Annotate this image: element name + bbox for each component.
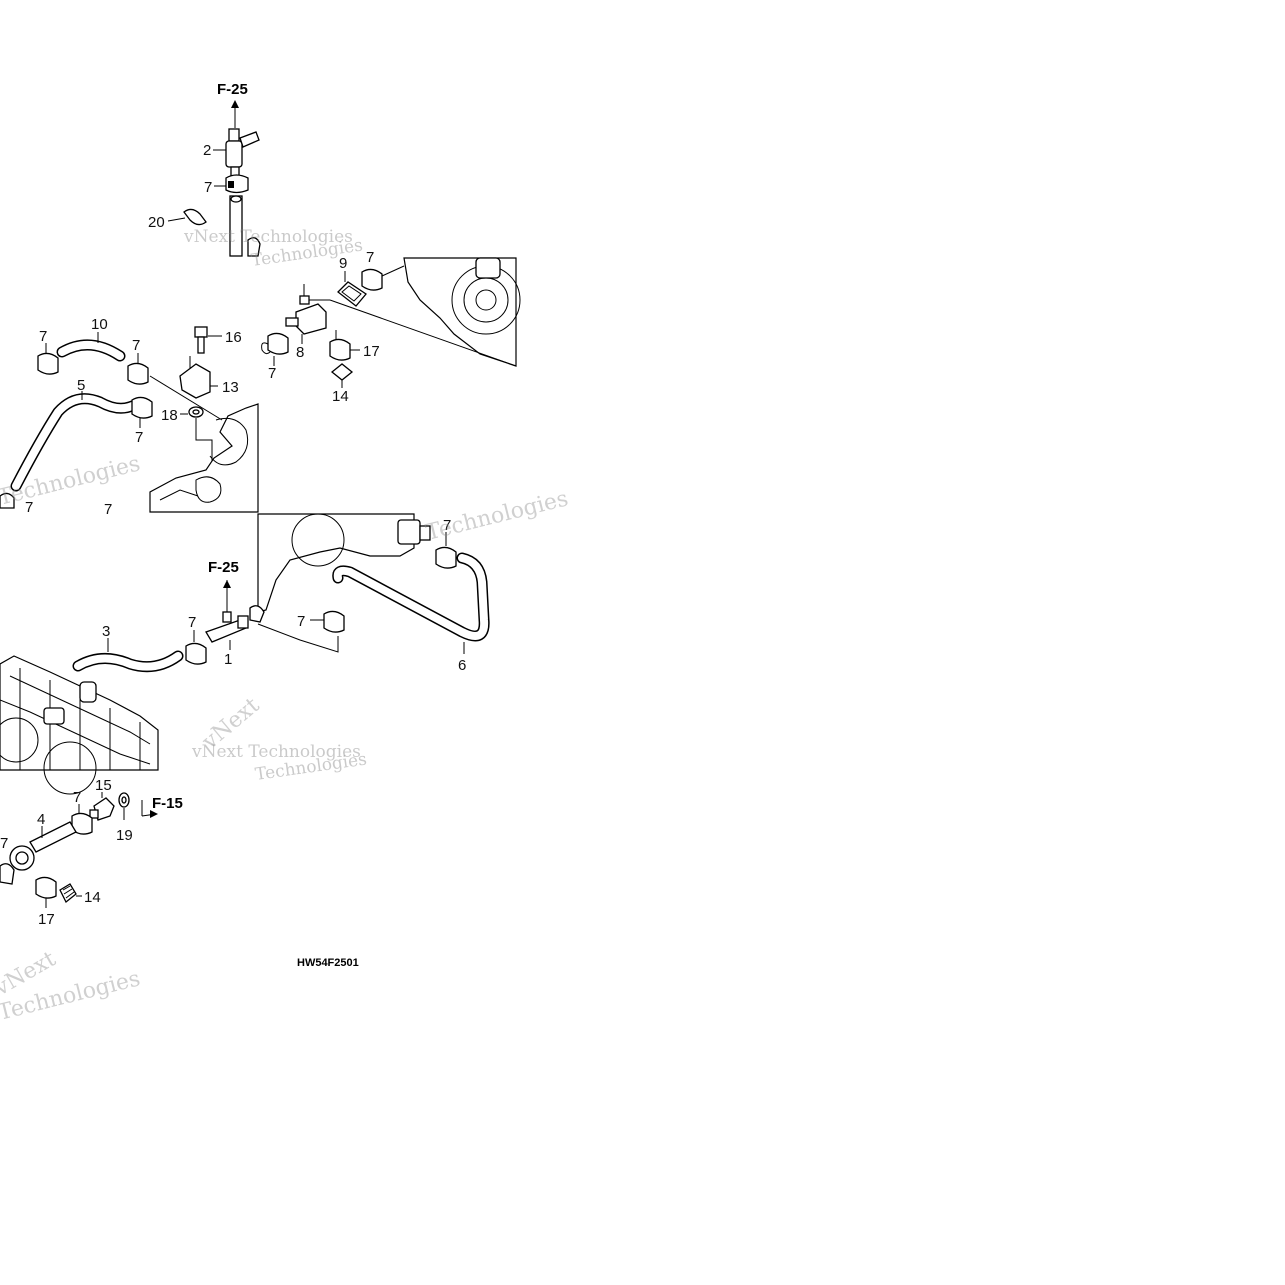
callout-7-s2[interactable]: 7 [366, 249, 374, 266]
callout-3[interactable]: 3 [102, 623, 110, 640]
callout-9[interactable]: 9 [339, 255, 347, 272]
callout-10[interactable]: 10 [91, 316, 108, 333]
bolt-16-shank [197, 336, 205, 354]
clamp-7-top [225, 174, 249, 194]
engine-block-fragment [149, 403, 259, 513]
section-4: 6 7 7 [249, 513, 490, 674]
clamp-7b [127, 362, 149, 385]
callout-7-top[interactable]: 7 [204, 179, 212, 196]
callout-17-s5[interactable]: 17 [38, 911, 55, 928]
clamp-7b-s4 [323, 610, 345, 633]
arrow-right-icon [150, 810, 158, 818]
callout-19[interactable]: 19 [116, 827, 133, 844]
pipe-4 [29, 821, 77, 853]
water-pump-fragment [403, 257, 517, 367]
callout-4[interactable]: 4 [37, 811, 45, 828]
throttle-body-fragment [0, 655, 159, 771]
watermark-8: Technologies [0, 451, 143, 510]
callout-15[interactable]: 15 [95, 777, 112, 794]
section-2: 9 7 8 7 17 14 [261, 249, 521, 405]
callout-7-s3[interactable]: 7 [188, 614, 196, 631]
clamp-7a [37, 352, 59, 375]
fitting-2-top [228, 128, 240, 142]
callout-1[interactable]: 1 [224, 651, 232, 668]
section-5: F-15 19 15 7 4 7 17 14 [0, 777, 183, 928]
ref-f25-top[interactable]: F-25 [217, 81, 248, 98]
callout-2[interactable]: 2 [203, 142, 211, 159]
callout-7a-s5[interactable]: 7 [73, 789, 81, 806]
gasket-9 [337, 281, 367, 307]
callout-17[interactable]: 17 [363, 343, 380, 360]
callout-7b[interactable]: 7 [132, 337, 140, 354]
callout-7a[interactable]: 7 [39, 328, 47, 345]
clip-14-s5 [59, 883, 77, 904]
clamp-17-s5 [35, 876, 57, 899]
clamp-7-s2 [361, 268, 383, 291]
clamp-7a-s4 [435, 546, 457, 569]
clip-14 [330, 363, 354, 381]
section-1: 10 7 7 16 13 5 7 18 [0, 316, 259, 518]
valve-8 [295, 303, 327, 335]
arrow-up-icon [231, 100, 239, 108]
callout-6[interactable]: 6 [458, 657, 466, 674]
hose-6 [332, 552, 490, 642]
callout-7c[interactable]: 7 [135, 429, 143, 446]
section-3: F-25 1 7 3 [0, 559, 249, 795]
callout-7e[interactable]: 7 [104, 501, 112, 518]
callout-7b-s5[interactable]: 7 [0, 835, 8, 852]
clamp-17 [329, 338, 351, 361]
watermark-5: Technologies [423, 486, 570, 545]
callout-7b-s4[interactable]: 7 [297, 613, 305, 630]
arrow-up-icon-mid [223, 580, 231, 588]
watermark-1: vNext Technologies [183, 227, 353, 247]
callout-18[interactable]: 18 [161, 407, 178, 424]
fitting-2-branch [239, 131, 260, 148]
callout-14[interactable]: 14 [332, 388, 349, 405]
bolt-16-head [194, 326, 208, 338]
clamp-tab [228, 181, 234, 188]
callout-13[interactable]: 13 [222, 379, 239, 396]
clamp-fragment [247, 237, 261, 257]
callout-7b-s2[interactable]: 7 [268, 365, 276, 382]
top-section: F-25 2 7 20 [148, 81, 261, 257]
hose-vertical-top [229, 195, 243, 257]
clamp-7b-s2 [267, 332, 289, 355]
callout-16[interactable]: 16 [225, 329, 242, 346]
callout-7a-s4[interactable]: 7 [443, 517, 451, 534]
fitting-2-body [225, 140, 243, 168]
callout-14-s5[interactable]: 14 [84, 889, 101, 906]
drawing-code: HW54F2501 [297, 957, 359, 969]
callout-7d[interactable]: 7 [25, 499, 33, 516]
clamp-fragment-left [0, 492, 15, 509]
watermark-2: vNext Technologies [191, 742, 361, 762]
ref-f15[interactable]: F-15 [152, 795, 183, 812]
flange-13 [179, 363, 211, 399]
callout-5[interactable]: 5 [77, 377, 85, 394]
ref-f25-mid[interactable]: F-25 [208, 559, 239, 576]
clamp-7c [131, 396, 153, 419]
callout-8[interactable]: 8 [296, 344, 304, 361]
clip-20 [183, 208, 207, 226]
callout-20[interactable]: 20 [148, 214, 165, 231]
clamp-7-s3 [185, 642, 207, 665]
